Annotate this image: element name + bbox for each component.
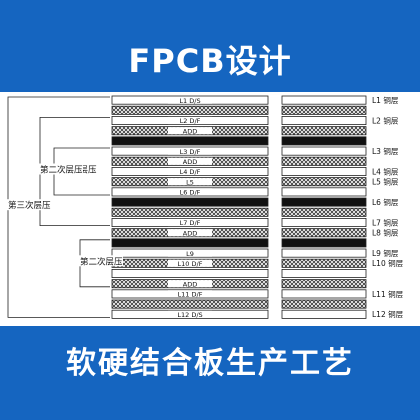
- layer-center-label: L6 D/F: [180, 189, 201, 197]
- layer-label-bg-15: [168, 249, 212, 257]
- bracket-label-bg: [6, 199, 51, 211]
- layer-label-bg-13: [168, 229, 212, 237]
- layer-right-21: [281, 309, 367, 319]
- footer-caption: 软硬结合板生产工艺: [66, 346, 354, 381]
- bracket-label: 第二次层压: [80, 256, 123, 267]
- layer-right-5: [281, 146, 367, 156]
- bracket-label-bg: [78, 255, 123, 267]
- layer-left-10: [111, 197, 269, 207]
- copper-layer-label: L10 铜层: [372, 258, 404, 268]
- layer-right-2: [281, 115, 367, 125]
- layer-center-label: L4 D/F: [180, 168, 201, 176]
- layer-left-20: [111, 299, 269, 309]
- layer-right-16: [281, 258, 367, 268]
- layer-right-14: [281, 238, 367, 248]
- copper-layer-label: L1 铜层: [372, 95, 399, 105]
- layer-left-4: [111, 136, 269, 146]
- layer-center-label: L11 D/F: [178, 291, 203, 299]
- layer-center-label: L10 D/F: [178, 260, 203, 268]
- layer-label-bg-3: [168, 127, 212, 135]
- layer-label-bg-7: [168, 167, 212, 176]
- layer-right-15: [281, 248, 367, 258]
- layer-right-10: [281, 197, 367, 207]
- layer-right-18: [281, 279, 367, 289]
- layer-right-0: [281, 95, 367, 105]
- copper-layer-label: L7 铜层: [372, 217, 399, 227]
- stackup-diagram: L1 D/S L1 铜层 L2 D/F L2 铜层 ADD L3 D/F L3 铜层 ADD L…: [6, 95, 404, 319]
- layer-label-bg-18: [168, 280, 212, 288]
- layer-center-label: L2 D/F: [180, 117, 201, 125]
- bracket-label: 第三次层压: [8, 200, 51, 211]
- layer-center-label: L12 D/S: [177, 311, 202, 319]
- layer-right-7: [281, 167, 367, 177]
- layer-center-label: L7 D/F: [180, 219, 201, 227]
- layer-left-14: [111, 238, 269, 248]
- layer-right-4: [281, 136, 367, 146]
- copper-layer-label: L5 铜层: [372, 177, 399, 187]
- layer-label-bg-5: [168, 147, 212, 155]
- copper-layer-label: L2 铜层: [372, 115, 399, 125]
- layer-center-label: L9: [186, 250, 194, 258]
- layer-label-bg-0: [168, 96, 212, 104]
- layer-center-label: L5: [186, 178, 194, 186]
- bracket-label-bg: [38, 163, 83, 175]
- layer-left-11: [111, 207, 269, 217]
- layer-center-label: L3 D/F: [180, 148, 201, 156]
- copper-layer-label: L6 铜层: [372, 197, 399, 207]
- copper-layer-label: L4 铜层: [372, 166, 399, 176]
- layer-right-19: [281, 289, 367, 299]
- layer-right-1: [281, 105, 367, 115]
- copper-layer-label: L11 铜层: [372, 289, 404, 299]
- layer-right-13: [281, 228, 367, 238]
- layer-label-bg-2: [168, 116, 212, 125]
- layer-label-bg-9: [168, 188, 212, 196]
- layer-label-bg-21: [168, 310, 212, 318]
- bracket-label: 第二次层压: [40, 165, 83, 176]
- layer-center-label: ADD: [183, 158, 197, 166]
- layer-left-17: [111, 268, 269, 278]
- layer-label-bg-6: [168, 157, 212, 165]
- copper-layer-label: L12 铜层: [372, 309, 404, 319]
- stackup-panel: L1 D/S L1 铜层 L2 D/F L2 铜层 ADD L3 D/F L3 铜层 ADD L…: [0, 92, 420, 326]
- copper-layer-label: L9 铜层: [372, 248, 399, 258]
- layer-label-bg-19: [168, 290, 212, 298]
- layer-left-1: [111, 105, 269, 115]
- layer-center-label: ADD: [183, 127, 197, 135]
- layer-right-11: [281, 207, 367, 217]
- layer-label-bg-16: [168, 259, 212, 267]
- layer-label-bg-8: [168, 178, 212, 186]
- layer-center-label: ADD: [183, 229, 197, 237]
- layer-right-6: [281, 156, 367, 166]
- layer-right-17: [281, 268, 367, 278]
- copper-layer-label: L8 铜层: [372, 228, 399, 238]
- layer-right-3: [281, 126, 367, 136]
- layer-center-label: L1 D/S: [179, 97, 200, 105]
- layer-label-bg-12: [168, 218, 212, 227]
- layer-right-9: [281, 187, 367, 197]
- page-title: FPCB设计: [128, 42, 292, 80]
- layer-right-12: [281, 218, 367, 228]
- layer-right-8: [281, 177, 367, 187]
- layer-center-label: ADD: [183, 280, 197, 288]
- layer-right-20: [281, 299, 367, 309]
- copper-layer-label: L3 铜层: [372, 146, 399, 156]
